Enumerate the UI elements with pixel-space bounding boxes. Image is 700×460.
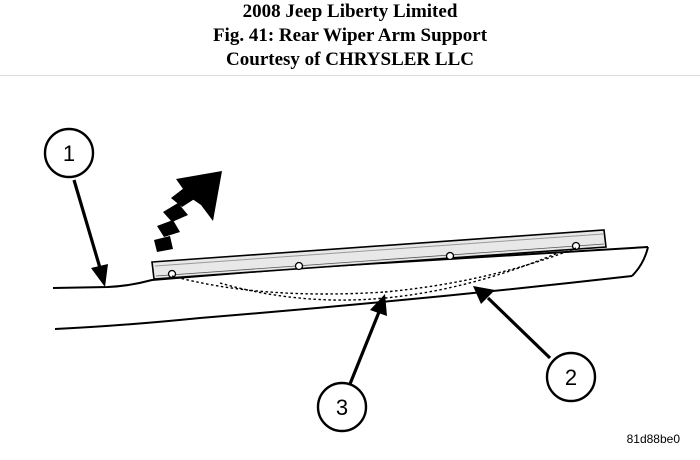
retainer-dashed-arc [219, 282, 386, 301]
leader-lines [72, 179, 552, 385]
callout-circle [545, 351, 597, 403]
retainer-dashed-arc [171, 275, 386, 295]
lift-direction-arrow [154, 171, 222, 252]
figure-caption: Fig. 41: Rear Wiper Arm Support [212, 25, 488, 46]
arrow-segment [154, 236, 173, 252]
arrowhead-3 [370, 294, 387, 316]
clip-circle [294, 261, 304, 271]
hidden-retainers [171, 247, 577, 301]
callout-circle [43, 127, 95, 179]
panel-bottom-edge [54, 275, 633, 330]
support-rail-lower-edge [155, 243, 605, 277]
arrow-segment [163, 203, 188, 222]
body-panel [52, 246, 649, 330]
leader-line-1 [72, 179, 102, 269]
retainer-dashed-arc [384, 247, 577, 293]
panel-top-edge [52, 246, 649, 289]
clip-circle [571, 241, 581, 251]
vehicle-title: 2008 Jeep Liberty Limited [242, 1, 458, 22]
retainer-dashed-arc [384, 251, 561, 299]
figure-header: 2008 Jeep Liberty Limited Fig. 41: Rear … [0, 0, 700, 74]
wiper-arm-support [151, 229, 607, 280]
callout-3: 3 [316, 381, 368, 433]
arrow-segment [157, 220, 180, 237]
header-divider [0, 75, 700, 76]
callout-number: 3 [336, 395, 348, 420]
leader-arrowheads [91, 264, 495, 316]
panel-right-edge [631, 246, 649, 277]
callout-number: 1 [63, 141, 75, 166]
support-rail-highlight [154, 233, 604, 267]
courtesy-line: Courtesy of CHRYSLER LLC [226, 49, 474, 70]
leader-line-2 [486, 296, 552, 360]
arrowhead-2 [473, 286, 495, 304]
arrow-head [176, 171, 222, 221]
callout-2: 2 [545, 351, 597, 403]
arrow-segment [171, 188, 196, 207]
clip-circle [445, 251, 455, 261]
leader-line-3 [348, 311, 381, 385]
callout-1: 1 [43, 127, 95, 179]
callout-circle [316, 381, 368, 433]
callout-number: 2 [565, 365, 577, 390]
arrowhead-1 [91, 264, 108, 287]
figure-code: 81d88be0 [627, 432, 681, 446]
